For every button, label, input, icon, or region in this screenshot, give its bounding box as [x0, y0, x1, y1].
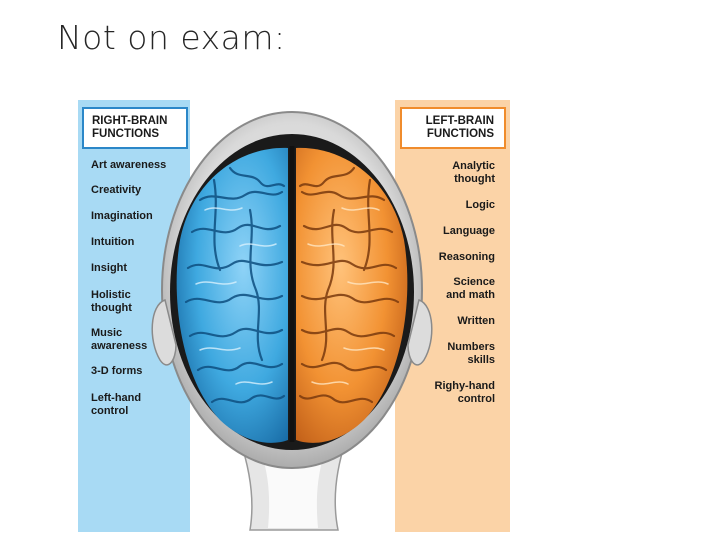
left-item-reasoning: Reasoning — [438, 251, 495, 263]
right-ear-shape — [151, 299, 177, 366]
right-item-intuition: Intuition — [91, 236, 135, 248]
right-item-holistic-thought: Holistic thought — [91, 289, 132, 314]
left-item-written: Written — [457, 315, 495, 327]
left-item-righy-hand-control: Righy-hand control — [434, 380, 496, 405]
right-hemisphere-shape — [176, 147, 288, 443]
right-item-music-awareness: Music awareness — [91, 327, 148, 352]
right-hemisphere-folds — [184, 166, 286, 404]
left-brain-header-label: LEFT-BRAIN FUNCTIONS — [425, 115, 494, 140]
right-hemisphere-highlights — [195, 207, 277, 385]
right-item-3d-forms: 3-D forms — [91, 365, 143, 377]
right-item-insight: Insight — [91, 262, 128, 274]
left-ear-shape — [407, 299, 433, 366]
right-brain-header: RIGHT-BRAIN FUNCTIONS — [82, 107, 188, 149]
right-item-left-hand-control: Left-hand control — [91, 392, 142, 417]
left-item-language: Language — [443, 225, 495, 237]
left-item-logic: Logic — [465, 199, 495, 211]
left-item-science-and-math: Science and math — [446, 276, 495, 301]
right-item-creativity: Creativity — [91, 184, 142, 196]
left-hemisphere-folds — [298, 166, 400, 404]
left-item-analytic-thought: Analytic thought — [452, 160, 495, 185]
right-item-art-awareness: Art awareness — [91, 159, 167, 171]
left-item-numbers-skills: Numbers skills — [447, 341, 495, 366]
left-hemisphere-highlights — [307, 207, 389, 385]
right-item-imagination: Imagination — [91, 210, 153, 222]
left-hemisphere-shape — [296, 147, 408, 443]
left-brain-header: LEFT-BRAIN FUNCTIONS — [400, 107, 506, 149]
right-brain-header-label: RIGHT-BRAIN FUNCTIONS — [92, 115, 168, 140]
slide-title: Not on exam: — [57, 18, 286, 57]
neck-inner-shape — [262, 455, 324, 528]
